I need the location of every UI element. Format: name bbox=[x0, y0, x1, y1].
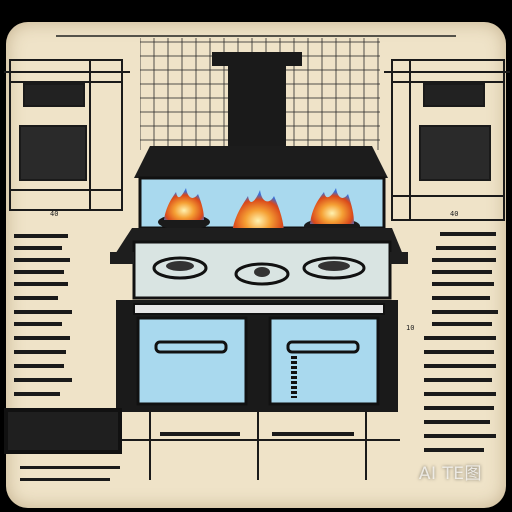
stove-legs bbox=[120, 412, 400, 480]
side-marker: 10 bbox=[406, 324, 415, 332]
right-cabinet bbox=[384, 59, 510, 221]
left-cabinet-label: 40 bbox=[50, 210, 59, 218]
range-hood bbox=[212, 52, 302, 150]
left-annotation-text bbox=[4, 234, 122, 481]
oven-base bbox=[116, 300, 398, 412]
right-cabinet-label: 40 bbox=[450, 210, 459, 218]
watermark-text: AI TE图 bbox=[418, 464, 482, 484]
left-cabinet bbox=[4, 59, 130, 211]
right-annotation-text bbox=[160, 232, 498, 452]
cooktop bbox=[110, 228, 408, 300]
